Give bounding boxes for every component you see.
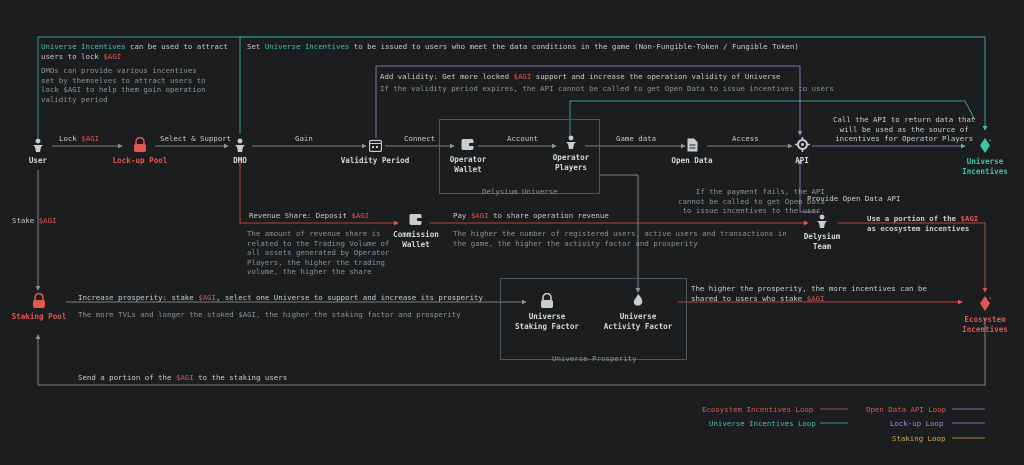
- note-increase-prosperity: Increase prosperity: stake $AGI, select …: [78, 293, 483, 302]
- edge-stake: Stake $AGI: [12, 216, 57, 225]
- lock-icon: [134, 137, 146, 152]
- note-add-validity: Add validity: Get more locked $AGI suppo…: [380, 72, 781, 81]
- dmo-user-icon: [235, 138, 245, 152]
- diamond-teal-icon: [980, 138, 991, 153]
- note-prosperity-share: The higher the prosperity, the more ince…: [691, 284, 927, 303]
- node-universe-incentives[interactable]: Universe Incentives: [935, 138, 1024, 176]
- edge-account: Account: [507, 134, 539, 143]
- node-api[interactable]: API: [752, 137, 852, 166]
- commission-wallet-icon: [409, 214, 423, 225]
- players-icon: [566, 135, 576, 149]
- note-universe-incentives-attract: Universe Incentives can be used to attra…: [41, 42, 228, 61]
- note-validity-expire: If the validity period expires, the API …: [380, 84, 834, 93]
- universe-prosperity-box: [500, 278, 687, 360]
- node-universe-activity-factor[interactable]: Universe Activity Factor: [588, 293, 688, 331]
- node-validity-period[interactable]: Validity Period: [325, 139, 425, 166]
- edge-provide-open-data-api: Provide Open Data API: [807, 194, 901, 203]
- node-operator-players[interactable]: Operator Players: [521, 135, 621, 172]
- staking-lock-icon: [33, 293, 45, 308]
- legend-universe: Universe Incentives Loop: [709, 419, 816, 428]
- node-ecosystem-incentives[interactable]: Ecosystem Incentives: [935, 296, 1024, 334]
- edge-lock: Lock $AGI: [59, 134, 100, 143]
- edge-connect: Connect: [404, 134, 436, 143]
- node-staking-pool[interactable]: Staking Pool: [0, 293, 89, 322]
- edge-game-data: Game data: [616, 134, 657, 143]
- user-icon: [33, 138, 43, 152]
- delysium-universe-box: [439, 119, 600, 194]
- legend-lockup: Lock-up Loop: [890, 419, 944, 428]
- activity-icon: [633, 294, 643, 306]
- edge-gain: Gain: [295, 134, 313, 143]
- wallet-icon: [461, 139, 475, 150]
- note-set-universe-incentives: Set Universe Incentives to be issued to …: [247, 42, 799, 51]
- node-open-data[interactable]: Open Data: [642, 138, 742, 166]
- legend-staking: Staking Loop: [892, 434, 946, 443]
- node-delysium-team[interactable]: Delysium Team: [772, 214, 872, 251]
- node-universe-staking-factor[interactable]: Universe Staking Factor: [497, 293, 597, 331]
- calendar-icon: [368, 139, 382, 152]
- node-operator-wallet[interactable]: Operator Wallet: [418, 138, 518, 174]
- legend-ecosystem: Ecosystem Incentives Loop: [702, 405, 814, 414]
- legend-open-data: Open Data API Loop: [866, 405, 947, 414]
- note-revenue-share: Revenue Share: Deposit $AGI: [249, 211, 370, 220]
- node-commission-wallet[interactable]: Commission Wallet: [366, 213, 466, 249]
- note-pay-share: Pay $AGI to share operation revenue: [453, 211, 609, 220]
- delysium-universe-label: Delysium Universe: [482, 187, 558, 196]
- diamond-red-icon: [980, 296, 991, 311]
- note-tvl: The more TVLs and longer the staked $AGI…: [78, 310, 461, 319]
- document-icon: [687, 138, 697, 152]
- node-dmo[interactable]: DMO: [190, 138, 290, 166]
- edge-select-support: Select & Support: [160, 134, 232, 143]
- note-send-portion: Send a portion of the $AGI to the stakin…: [78, 373, 288, 382]
- node-lockup-pool[interactable]: Lock-up Pool: [90, 137, 190, 166]
- team-user-icon: [817, 214, 827, 228]
- staking-factor-lock-icon: [541, 293, 553, 308]
- api-gear-icon: [794, 137, 810, 152]
- edge-access: Access: [732, 134, 759, 143]
- node-user[interactable]: User: [0, 138, 88, 166]
- universe-prosperity-label: Universe Prosperity: [552, 354, 637, 363]
- note-activity-factor: The higher the number of registered user…: [453, 229, 787, 248]
